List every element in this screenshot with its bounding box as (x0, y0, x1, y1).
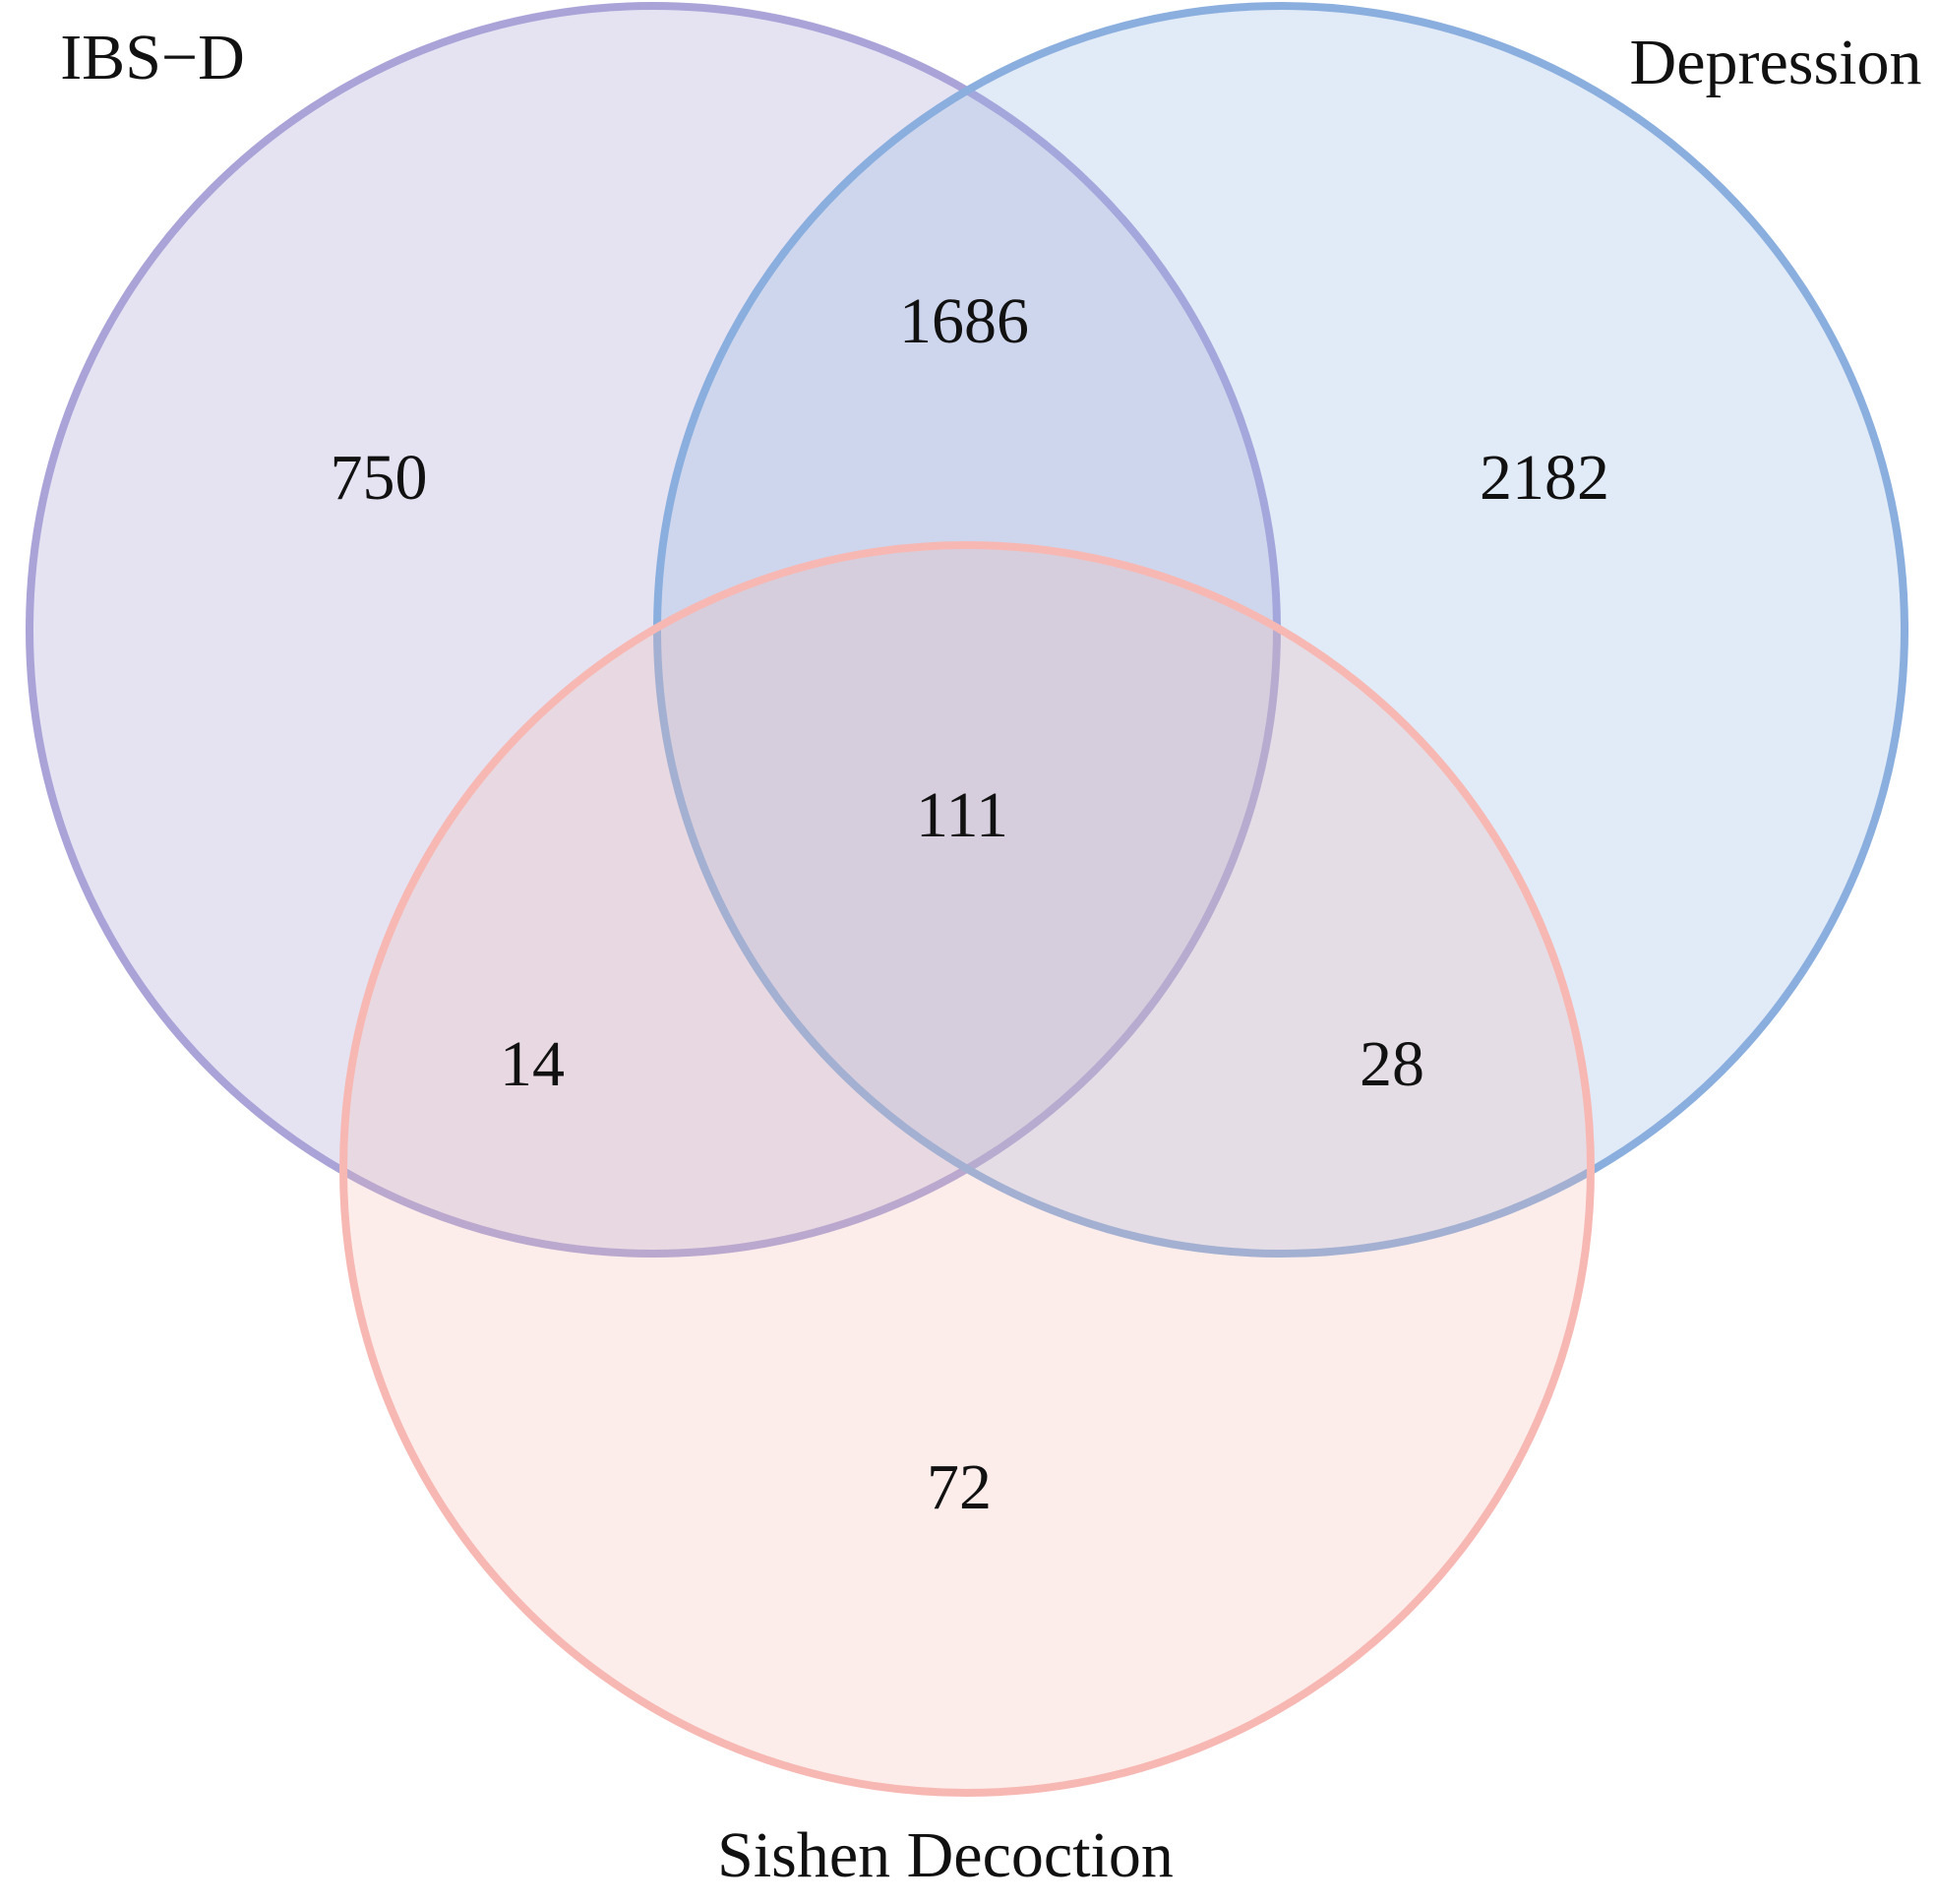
sishen-only-count: 72 (927, 1451, 992, 1523)
depression-set-label: Depression (1630, 27, 1922, 98)
ibsd-depression-count: 1686 (899, 285, 1029, 357)
sishen-circle (339, 541, 1595, 1797)
ibsd-sishen-count: 14 (500, 1028, 565, 1100)
ibsd-set-label: IBS−D (60, 22, 245, 93)
ibsd-only-count: 750 (331, 442, 428, 514)
depression-sishen-count: 28 (1360, 1028, 1424, 1100)
all-three-count: 111 (916, 779, 1008, 851)
depression-only-count: 2182 (1480, 442, 1609, 514)
sishen-set-label: Sishen Decoction (717, 1819, 1174, 1891)
